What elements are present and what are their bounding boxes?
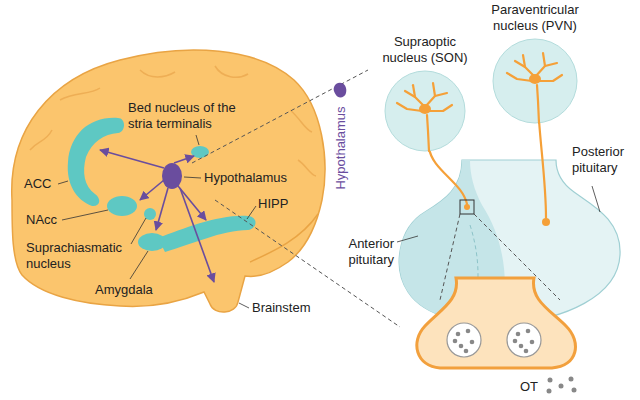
vesicle	[507, 323, 541, 357]
neuron	[507, 53, 562, 123]
dendrite	[538, 75, 562, 81]
zoom-line	[215, 200, 400, 327]
nucleus-drawing	[384, 70, 466, 152]
leader-line	[130, 251, 148, 279]
neuron-soma	[529, 74, 541, 84]
projection-arrow	[178, 186, 206, 220]
projection-arrow	[180, 188, 214, 282]
leader-line	[239, 303, 249, 308]
sulcus-line	[30, 130, 52, 150]
dendrite	[428, 105, 452, 111]
hormone-dot	[519, 344, 524, 349]
dendrite	[507, 73, 532, 81]
leader-line	[131, 218, 146, 244]
hormone-dot	[547, 389, 552, 394]
nucleus-circle-shape	[493, 39, 577, 123]
sulcus-line	[60, 88, 100, 100]
dendrite	[413, 85, 415, 97]
sulcus-line	[140, 70, 175, 77]
nucleus-name: Paraventricular nucleus (PVN)	[480, 2, 590, 34]
hormone-dot	[524, 349, 529, 354]
axon	[427, 115, 429, 151]
acc-region	[68, 118, 124, 206]
hypothalamus-icon	[334, 83, 347, 98]
projection-arrow	[140, 180, 164, 200]
leader-line	[196, 135, 199, 145]
leader-line	[58, 181, 68, 184]
region-label: ACC	[24, 176, 51, 192]
projection-arrow	[100, 150, 164, 168]
nucleus-circle: Paraventricular nucleus (PVN)	[480, 2, 590, 124]
projection-arrow	[156, 188, 168, 230]
axon	[537, 85, 539, 123]
leader-line	[397, 236, 418, 242]
hormone-dot	[464, 349, 469, 354]
cerebellum-line	[250, 214, 318, 262]
hormone-dot	[453, 339, 458, 344]
leader-line	[247, 206, 256, 219]
vesicle	[447, 323, 481, 357]
region-label: Brainstem	[252, 300, 311, 316]
hormone-dot	[516, 332, 521, 337]
hormone-dot	[526, 329, 531, 334]
neuron-soma	[419, 104, 431, 114]
axon-terminal	[542, 218, 550, 226]
dendrite	[523, 55, 525, 67]
molecule-label: OT	[520, 379, 538, 395]
hormone-dot	[470, 340, 475, 345]
nucleus-name: Supraoptic nucleus (SON)	[375, 34, 475, 66]
hormone-dot	[559, 384, 564, 389]
region-label: NAcc	[26, 212, 57, 228]
leader-line	[62, 210, 108, 220]
dendrite	[397, 103, 422, 111]
hippocampus-region	[158, 216, 256, 252]
brain-outline	[12, 50, 325, 312]
hormone-dot	[513, 339, 518, 344]
nucleus-circle: Supraoptic nucleus (SON)	[375, 34, 475, 152]
hormone-dot	[530, 340, 535, 345]
hormone-dot	[569, 377, 574, 382]
hormone-dot	[466, 329, 471, 334]
sulcus-line	[290, 110, 312, 132]
hormone-dot	[572, 388, 577, 393]
dendrite	[433, 83, 435, 96]
zoom-box	[460, 200, 474, 214]
nucleus-circle-shape	[385, 71, 465, 151]
part-label: Anterior pituitary	[332, 236, 394, 268]
part-label: Posterior pituitary	[572, 144, 634, 176]
leader-line	[184, 177, 201, 178]
sulcus-line	[298, 160, 316, 176]
sulcus-line	[215, 66, 248, 77]
neuron	[397, 83, 452, 151]
region-label: Bed nucleus of the stria terminalis	[128, 100, 258, 132]
projection-arrow	[174, 156, 194, 163]
region-label: Suprachiasmatic nucleus	[26, 240, 138, 272]
hypothalamus-region	[162, 163, 182, 189]
dendrite	[543, 53, 545, 66]
panel-title: Hypothalamus	[333, 106, 349, 189]
axon	[429, 148, 467, 204]
leader-line	[592, 186, 600, 212]
region-label: HIPP	[258, 196, 288, 212]
hormone-dot	[459, 344, 464, 349]
region-label: Hypothalamus	[204, 170, 287, 186]
nacc-region	[107, 196, 137, 216]
hormone-dot	[456, 332, 461, 337]
region-label: Amygdala	[95, 282, 153, 298]
nucleus-drawing	[492, 38, 578, 124]
axon	[539, 120, 546, 218]
axon-terminal	[464, 204, 470, 210]
hormone-dot	[548, 378, 553, 383]
nerve-terminal	[417, 278, 576, 368]
